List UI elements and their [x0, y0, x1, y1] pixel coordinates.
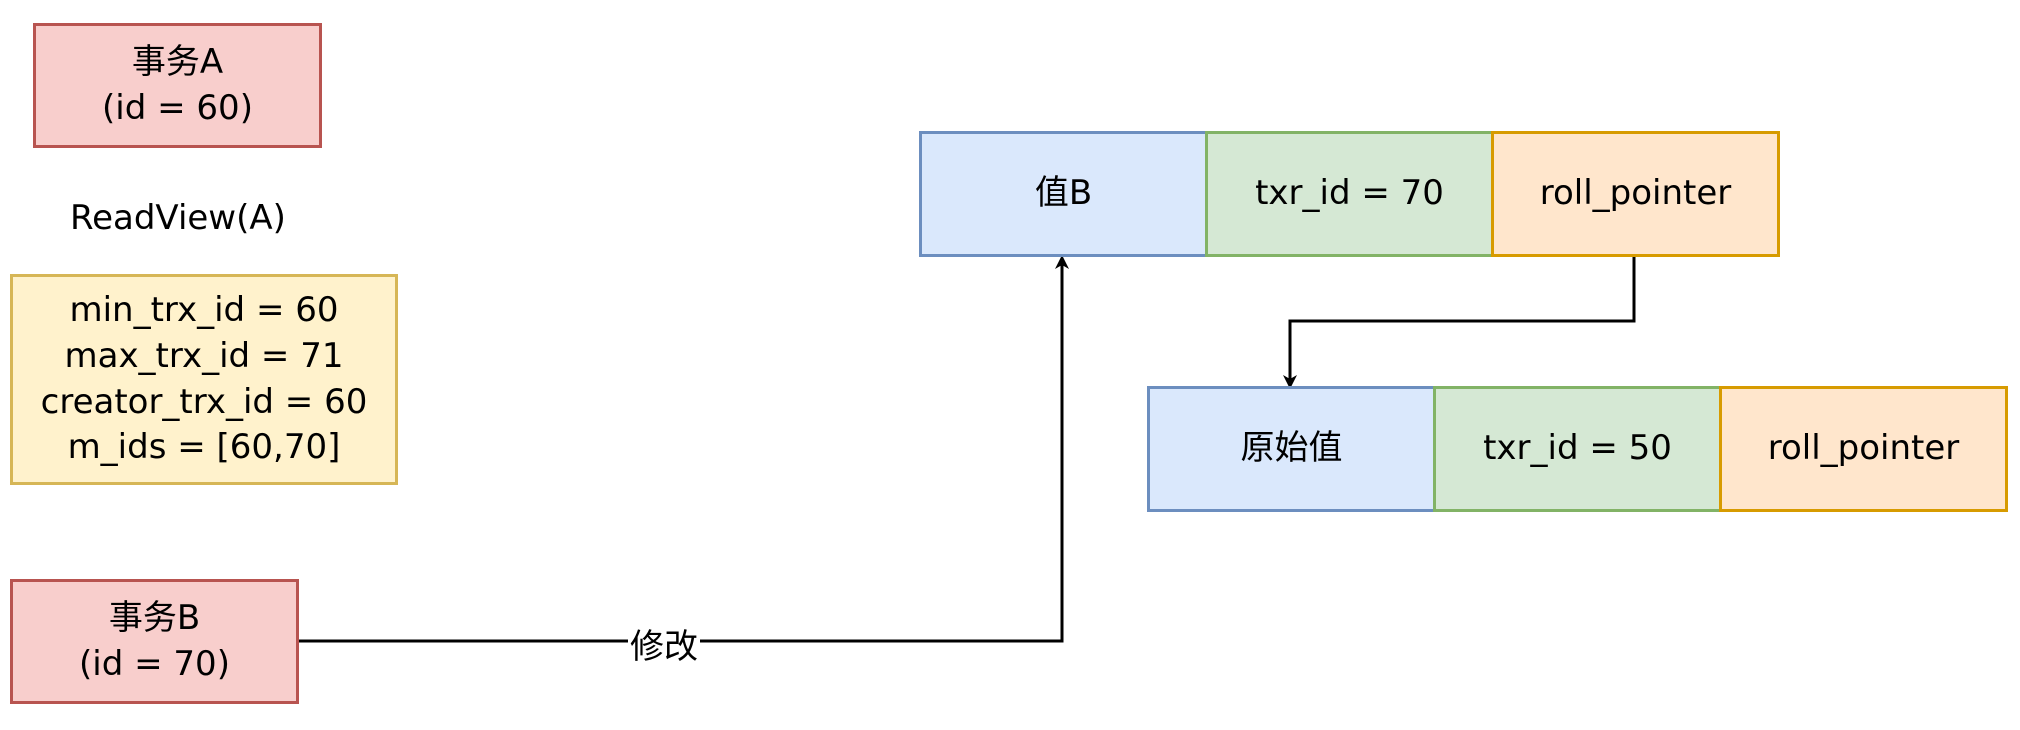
readview-label: ReadView(A): [70, 198, 286, 238]
transaction-b-box: 事务B (id = 70): [10, 579, 299, 704]
readview-box: min_trx_id = 60 max_trx_id = 71 creator_…: [10, 274, 398, 485]
modify-edge: [298, 255, 1069, 643]
record-new-value-cell: 值B: [919, 131, 1208, 257]
readview-min-trx-id: min_trx_id = 60: [69, 289, 339, 330]
record-old-txr-id: txr_id = 50: [1483, 428, 1672, 469]
record-new-roll-pointer: roll_pointer: [1539, 173, 1732, 214]
readview-creator-trx-id: creator_trx_id = 60: [40, 381, 368, 422]
record-new-txr-cell: txr_id = 70: [1205, 131, 1494, 257]
readview-max-trx-id: max_trx_id = 71: [64, 335, 344, 376]
transaction-a-box: 事务A (id = 60): [33, 23, 322, 148]
record-new-pointer-cell: roll_pointer: [1491, 131, 1780, 257]
record-old-value: 原始值: [1240, 428, 1343, 469]
record-old-pointer-cell: roll_pointer: [1719, 386, 2008, 512]
record-old-roll-pointer: roll_pointer: [1767, 428, 1960, 469]
transaction-a-id: (id = 60): [102, 87, 253, 128]
transaction-b-id: (id = 70): [79, 643, 230, 684]
record-new-value: 值B: [1034, 173, 1093, 214]
transaction-b-title: 事务B: [108, 597, 201, 638]
record-old-value-cell: 原始值: [1147, 386, 1436, 512]
readview-m-ids: m_ids = [60,70]: [67, 427, 341, 468]
transaction-a-title: 事务A: [131, 41, 224, 82]
record-new-txr-id: txr_id = 70: [1255, 173, 1444, 214]
roll-pointer-edge: [1283, 257, 1636, 389]
record-old-txr-cell: txr_id = 50: [1433, 386, 1722, 512]
modify-edge-label: 修改: [628, 619, 700, 668]
